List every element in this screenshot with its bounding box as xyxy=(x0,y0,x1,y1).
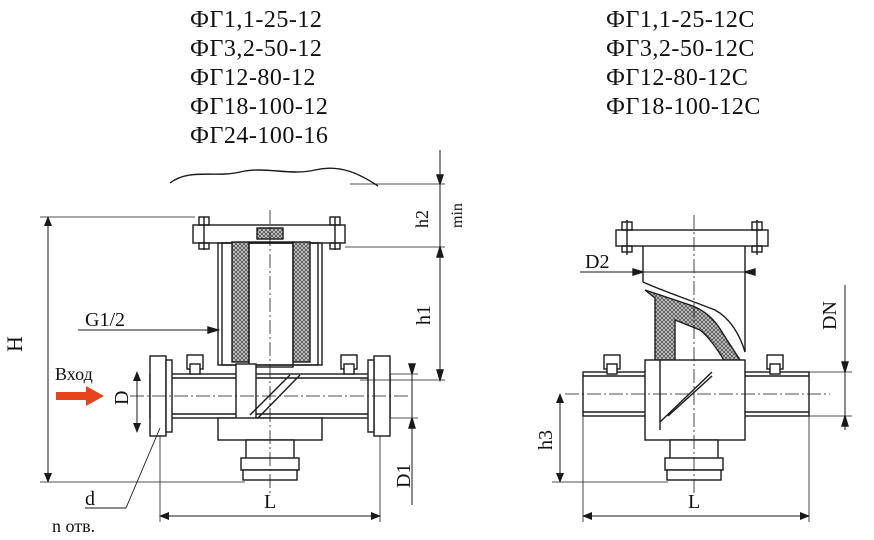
inlet-label: Вход xyxy=(55,364,93,384)
top-cover-flange-right xyxy=(615,229,769,247)
filter-element-right xyxy=(292,241,311,363)
dim-D: D xyxy=(111,391,133,405)
model-label: ФГ18-100-12 xyxy=(190,94,329,120)
dim-L-right: L xyxy=(688,491,700,513)
dim-g12: G1/2 xyxy=(85,309,125,331)
inlet-arrow xyxy=(56,386,104,406)
model-label: ФГ1,1-25-12 xyxy=(190,7,323,33)
model-label: ФГ18-100-12С xyxy=(606,94,761,120)
dim-min: min xyxy=(449,203,466,228)
dim-h3: h3 xyxy=(535,430,557,450)
model-label: ФГ3,2-50-12 xyxy=(190,36,323,62)
left-filter-view xyxy=(40,150,445,522)
dim-n-holes: n отв. xyxy=(52,516,95,536)
model-list-right: ФГ1,1-25-12С ФГ3,2-50-12С ФГ12-80-12С ФГ… xyxy=(606,6,761,122)
dim-D2: D2 xyxy=(585,251,609,273)
model-label: ФГ24-100-16 xyxy=(190,123,329,149)
ground-wave xyxy=(169,167,379,187)
model-label: ФГ1,1-25-12С xyxy=(606,7,755,33)
model-label: ФГ12-80-12С xyxy=(606,65,749,91)
filter-element-left xyxy=(231,241,250,363)
model-list-left: ФГ1,1-25-12 ФГ3,2-50-12 ФГ12-80-12 ФГ18-… xyxy=(190,6,328,151)
filter-element-cutaway xyxy=(644,289,742,369)
dim-DN: DN xyxy=(819,301,841,330)
dim-H: H xyxy=(2,336,27,352)
dim-h2: h2 xyxy=(412,210,432,228)
dim-D1: D1 xyxy=(393,464,415,488)
model-label: ФГ3,2-50-12С xyxy=(606,36,755,62)
model-label: ФГ12-80-12 xyxy=(190,65,316,91)
right-filter-view xyxy=(552,215,852,522)
dim-d: d xyxy=(85,488,95,510)
dim-L-left: L xyxy=(264,491,276,513)
dim-h1: h1 xyxy=(413,305,435,325)
